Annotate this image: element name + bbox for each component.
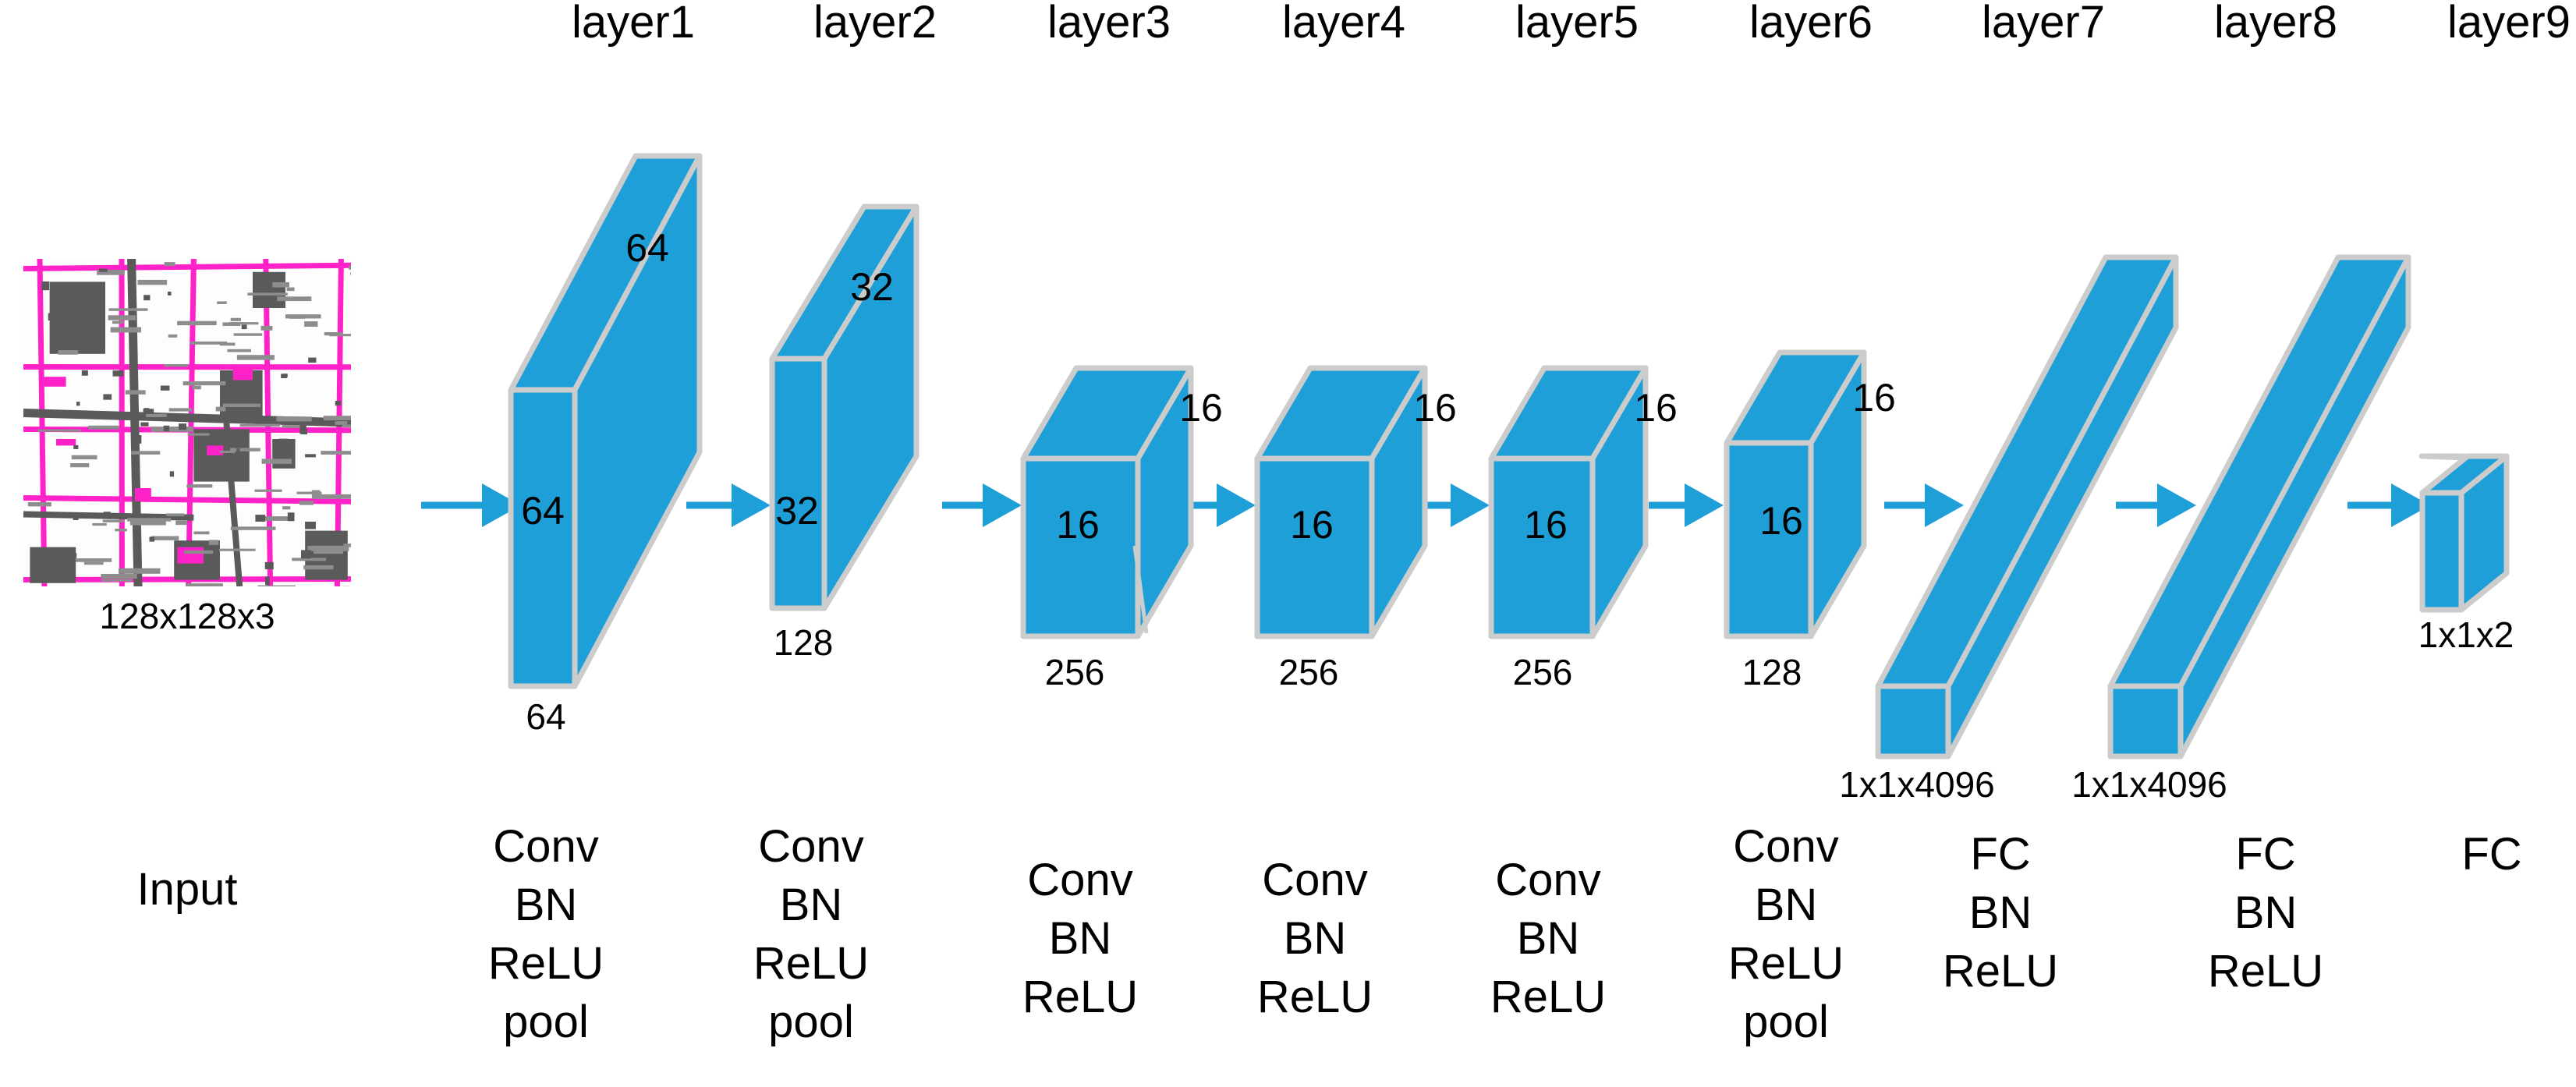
layer7-dim-below: 1x1x4096 (1839, 764, 1995, 805)
layer4-dim-below: 256 (1279, 652, 1339, 692)
op-layer6-0: Conv (1733, 821, 1838, 872)
op-layer4-2: ReLU (1257, 972, 1373, 1022)
op-layer2-0: Conv (758, 821, 863, 872)
ops-layer2: Conv BN ReLU pool (753, 821, 869, 1047)
op-layer8-1: BN (2234, 887, 2298, 938)
layer9-front-face (2419, 490, 2464, 613)
layer-header-1: layer1 (572, 0, 695, 48)
block-layer6: 16 16 128 (1724, 349, 1896, 692)
input-image (23, 259, 351, 586)
layer-header-6: layer6 (1749, 0, 1873, 48)
layer1-front-face (508, 387, 578, 689)
arrow-input-to-layer1 (421, 483, 521, 527)
block-layer7: 1x1x4096 (1839, 254, 2179, 805)
layer7-front-face (1875, 683, 1951, 759)
op-layer5-1: BN (1517, 913, 1580, 964)
arrow-layer1-to-layer2 (686, 483, 771, 527)
layer2-dim-front: 32 (775, 489, 819, 533)
op-layer7-1: BN (1969, 887, 2032, 938)
layer1-dim-below: 64 (526, 696, 565, 737)
block-layer3: 16 16 256 (1020, 365, 1223, 692)
layer1-dim-top: 64 (625, 226, 669, 270)
ops-layer5: Conv BN ReLU (1490, 855, 1606, 1022)
ops-layer9: FC (2461, 829, 2521, 880)
op-layer7-2: ReLU (1943, 946, 2058, 997)
layer6-dim-below: 128 (1742, 652, 1802, 692)
op-layer2-3: pool (768, 997, 854, 1047)
block-layer5: 16 16 256 (1488, 365, 1678, 692)
op-layer2-1: BN (780, 880, 843, 930)
layer1-dim-front: 64 (521, 489, 565, 533)
block-layer2: 32 32 128 (769, 204, 919, 663)
ops-layer8: FC BN ReLU (2208, 829, 2323, 997)
layer-header-7: layer7 (1982, 0, 2105, 48)
layer-header-2: layer2 (813, 0, 937, 48)
layer5-dim-front: 16 (1524, 503, 1568, 547)
block-layer9: 1x1x2 (2418, 453, 2514, 655)
arrow-layer6-to-layer7 (1884, 483, 1964, 527)
layer8-front-face (2107, 683, 2184, 759)
layer-header-9: layer9 (2447, 0, 2571, 48)
ops-layer3: Conv BN ReLU (1022, 855, 1138, 1022)
layer3-dim-below: 256 (1045, 652, 1105, 692)
layer7-top-face (1875, 254, 2179, 689)
input-caption: 128x128x3 (99, 596, 275, 636)
op-layer4-1: BN (1284, 913, 1347, 964)
layer6-dim-front: 16 (1759, 499, 1803, 543)
arrow-layer7-to-layer8 (2116, 483, 2196, 527)
op-layer4-0: Conv (1262, 855, 1367, 905)
block-layer8: 1x1x4096 (2071, 254, 2411, 805)
op-input-label: Input (137, 864, 238, 915)
layer3-dim-front: 16 (1056, 503, 1100, 547)
arrow-layer5-to-layer6 (1649, 483, 1724, 527)
layer4-dim-front: 16 (1290, 503, 1334, 547)
op-layer3-1: BN (1049, 913, 1112, 964)
block-layer4: 16 16 256 (1254, 365, 1457, 692)
op-layer9-0: FC (2461, 829, 2521, 880)
op-layer1-0: Conv (493, 821, 598, 872)
op-layer8-0: FC (2235, 829, 2295, 880)
layer8-dim-below: 1x1x4096 (2071, 764, 2227, 805)
layer2-front-face (769, 356, 827, 611)
arrow-layer8-to-layer9 (2347, 483, 2430, 527)
layer5-dim-below: 256 (1513, 652, 1573, 692)
layer6-dim-top: 16 (1852, 376, 1896, 420)
ops-layer4: Conv BN ReLU (1257, 855, 1373, 1022)
layer5-dim-top: 16 (1634, 386, 1678, 430)
op-layer6-2: ReLU (1728, 938, 1844, 989)
op-layer3-0: Conv (1027, 855, 1132, 905)
arrow-layer2-to-layer3 (942, 483, 1022, 527)
layer3-front-face (1020, 455, 1141, 639)
layer-header-5: layer5 (1515, 0, 1639, 48)
op-layer3-2: ReLU (1022, 972, 1138, 1022)
op-layer7-0: FC (1970, 829, 2030, 880)
layer3-dim-top: 16 (1179, 386, 1223, 430)
layer5-front-face (1488, 455, 1596, 639)
layer-header-3: layer3 (1047, 0, 1171, 48)
op-layer6-3: pool (1743, 997, 1829, 1047)
op-layer2-2: ReLU (753, 938, 869, 989)
ops-layer7: FC BN ReLU (1943, 829, 2058, 997)
layer4-front-face (1254, 455, 1375, 639)
layer-header-4: layer4 (1282, 0, 1405, 48)
op-layer6-1: BN (1755, 880, 1818, 930)
op-layer5-2: ReLU (1490, 972, 1606, 1022)
layer2-dim-below: 128 (774, 622, 834, 663)
layer2-dim-top: 32 (850, 265, 894, 309)
layer6-front-face (1724, 440, 1814, 639)
op-layer8-2: ReLU (2208, 946, 2323, 997)
op-layer1-1: BN (515, 880, 578, 930)
op-layer1-2: ReLU (488, 938, 604, 989)
op-layer1-3: pool (503, 997, 589, 1047)
layer9-dim-below: 1x1x2 (2418, 614, 2514, 655)
layer4-dim-top: 16 (1413, 386, 1457, 430)
op-layer5-0: Conv (1495, 855, 1600, 905)
ops-layer6: Conv BN ReLU pool (1728, 821, 1844, 1047)
layer3-seam (1132, 545, 1149, 634)
ops-layer1: Conv BN ReLU pool (488, 821, 604, 1047)
block-layer1: 64 64 64 (508, 153, 703, 737)
layer-header-8: layer8 (2214, 0, 2337, 48)
